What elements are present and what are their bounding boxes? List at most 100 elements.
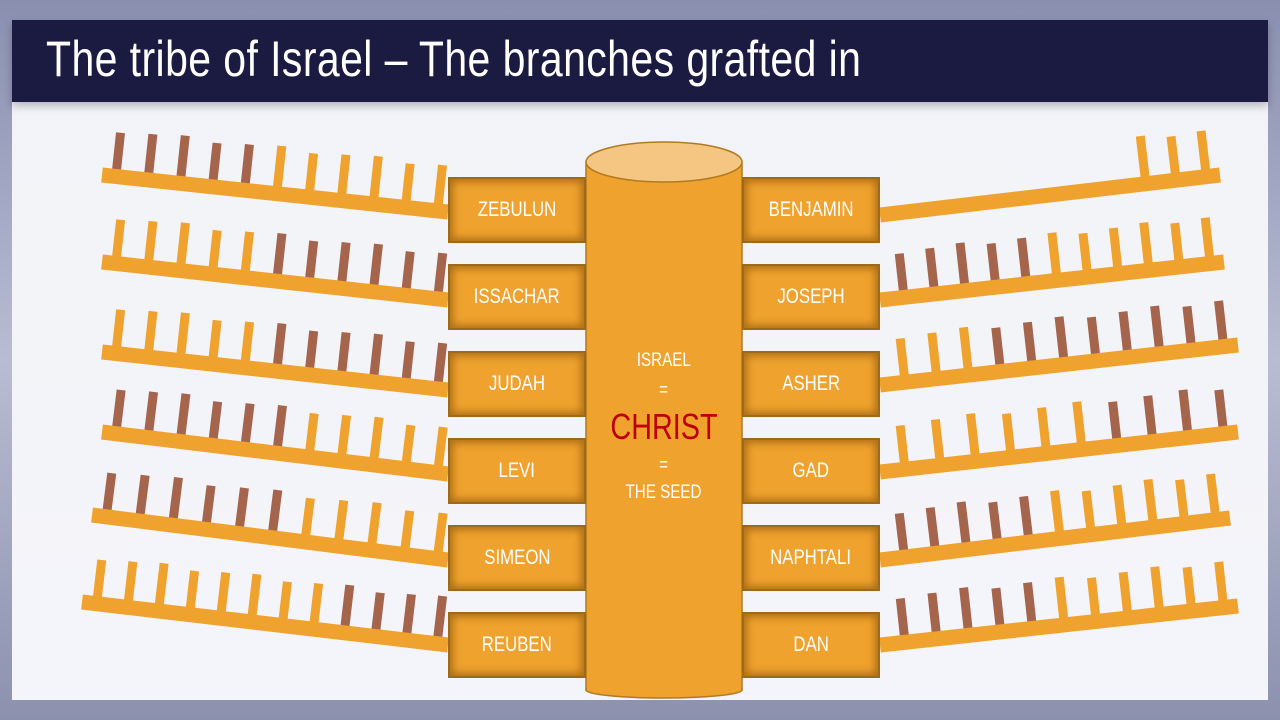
twig-brown <box>1214 300 1229 348</box>
twig-brown <box>433 342 448 390</box>
twig-orange <box>175 312 190 362</box>
twig-brown <box>175 393 191 443</box>
tribe-box-zebulun: ZEBULUN <box>448 177 586 243</box>
twig-orange <box>1037 407 1052 454</box>
tribe-label: NAPHTALI <box>770 546 852 569</box>
twig-brown <box>925 247 940 295</box>
twig-orange <box>958 326 974 376</box>
tribe-label: LEVI <box>498 459 536 482</box>
twig-orange <box>246 573 262 623</box>
twig-brown <box>272 232 287 282</box>
twig-brown <box>1150 305 1165 355</box>
tribe-box-simeon: SIMEON <box>448 525 586 591</box>
twig-brown <box>1023 582 1037 629</box>
tribe-box-levi: LEVI <box>448 438 586 504</box>
twig-orange <box>240 231 255 279</box>
twig-orange <box>1118 571 1133 619</box>
right-branch-6 <box>879 561 1239 653</box>
center-israel: ISRAEL <box>636 350 692 371</box>
twig-brown <box>368 333 383 383</box>
right-branch-3 <box>879 300 1239 393</box>
tribe-box-judah: JUDAH <box>448 351 586 417</box>
twig-brown <box>143 133 158 181</box>
left-branch-2 <box>101 219 449 308</box>
right-branch-5 <box>879 473 1231 568</box>
twig-brown <box>959 587 974 636</box>
left-branch-4 <box>101 389 449 482</box>
twig-orange <box>368 416 384 466</box>
twig-brown <box>368 243 383 293</box>
tribe-label: JOSEPH <box>777 285 845 308</box>
twig-orange <box>123 561 138 608</box>
branch-stem <box>91 507 449 568</box>
slide-title: The tribe of Israel – The branches graft… <box>46 31 862 87</box>
branch-stem <box>101 167 449 220</box>
twig-orange <box>366 502 382 551</box>
twig-brown <box>433 252 448 300</box>
twig-brown <box>336 332 351 379</box>
right-branch-1 <box>879 130 1221 223</box>
left-branch-6 <box>81 559 449 653</box>
twig-brown <box>240 144 254 191</box>
twig-orange <box>432 512 448 560</box>
twig-orange <box>433 426 448 474</box>
center-christ: CHRIST <box>610 406 718 447</box>
twig-brown <box>234 487 249 535</box>
twig-brown <box>432 595 448 645</box>
right-branch-2 <box>879 217 1225 308</box>
twig-brown <box>925 507 941 554</box>
tribe-box-benjamin: BENJAMIN <box>742 177 880 243</box>
twig-brown <box>240 403 255 450</box>
twig-orange <box>368 155 383 205</box>
branch-stem <box>101 424 449 482</box>
tribe-label: ASHER <box>782 372 840 395</box>
tribe-box-issachar: ISSACHAR <box>448 264 586 330</box>
twig-orange <box>175 222 190 272</box>
branch-stem <box>101 344 449 398</box>
center-equals-1: = <box>659 380 669 401</box>
twig-orange <box>272 145 287 195</box>
center-equals-2: = <box>659 455 669 476</box>
tribe-box-dan: DAN <box>742 612 880 678</box>
right-branch-4 <box>879 389 1239 480</box>
twig-brown <box>134 474 150 522</box>
tribe-box-reuben: REUBEN <box>448 612 586 678</box>
tribe-box-naphtali: NAPHTALI <box>742 525 880 591</box>
twig-orange <box>1150 566 1165 615</box>
branch-stem <box>81 594 449 653</box>
twig-orange <box>154 562 169 612</box>
tribe-label: REUBEN <box>481 633 553 656</box>
twig-orange <box>308 582 324 630</box>
twig-brown <box>167 476 183 526</box>
twig-orange <box>1047 232 1062 281</box>
tribe-label: ISSACHAR <box>474 285 560 308</box>
twig-orange <box>336 154 351 202</box>
twig-orange <box>215 572 231 619</box>
twig-brown <box>1118 311 1133 358</box>
twig-brown <box>336 242 351 289</box>
center-the-seed: THE SEED <box>625 482 703 503</box>
twig-orange <box>1135 135 1151 185</box>
twig-brown <box>175 135 190 184</box>
tribe-box-asher: ASHER <box>742 351 880 417</box>
branch-stem <box>879 337 1239 393</box>
twig-brown <box>143 391 159 439</box>
twig-orange <box>143 310 158 358</box>
twig-brown <box>1143 395 1158 443</box>
twig-brown <box>267 489 283 539</box>
cylinder-top <box>585 141 743 183</box>
tribe-label: JUDAH <box>488 372 545 395</box>
left-branch-3 <box>101 309 449 398</box>
branch-stem <box>879 510 1231 568</box>
twig-orange <box>143 220 158 268</box>
left-branch-5 <box>91 472 449 568</box>
twig-brown <box>1178 389 1193 439</box>
twig-orange <box>1112 484 1128 532</box>
twig-brown <box>956 501 972 551</box>
twig-orange <box>930 419 945 466</box>
left-branch-1 <box>101 132 449 220</box>
twig-orange <box>1108 227 1123 275</box>
branch-stem <box>101 254 449 308</box>
twig-orange <box>1143 478 1159 528</box>
